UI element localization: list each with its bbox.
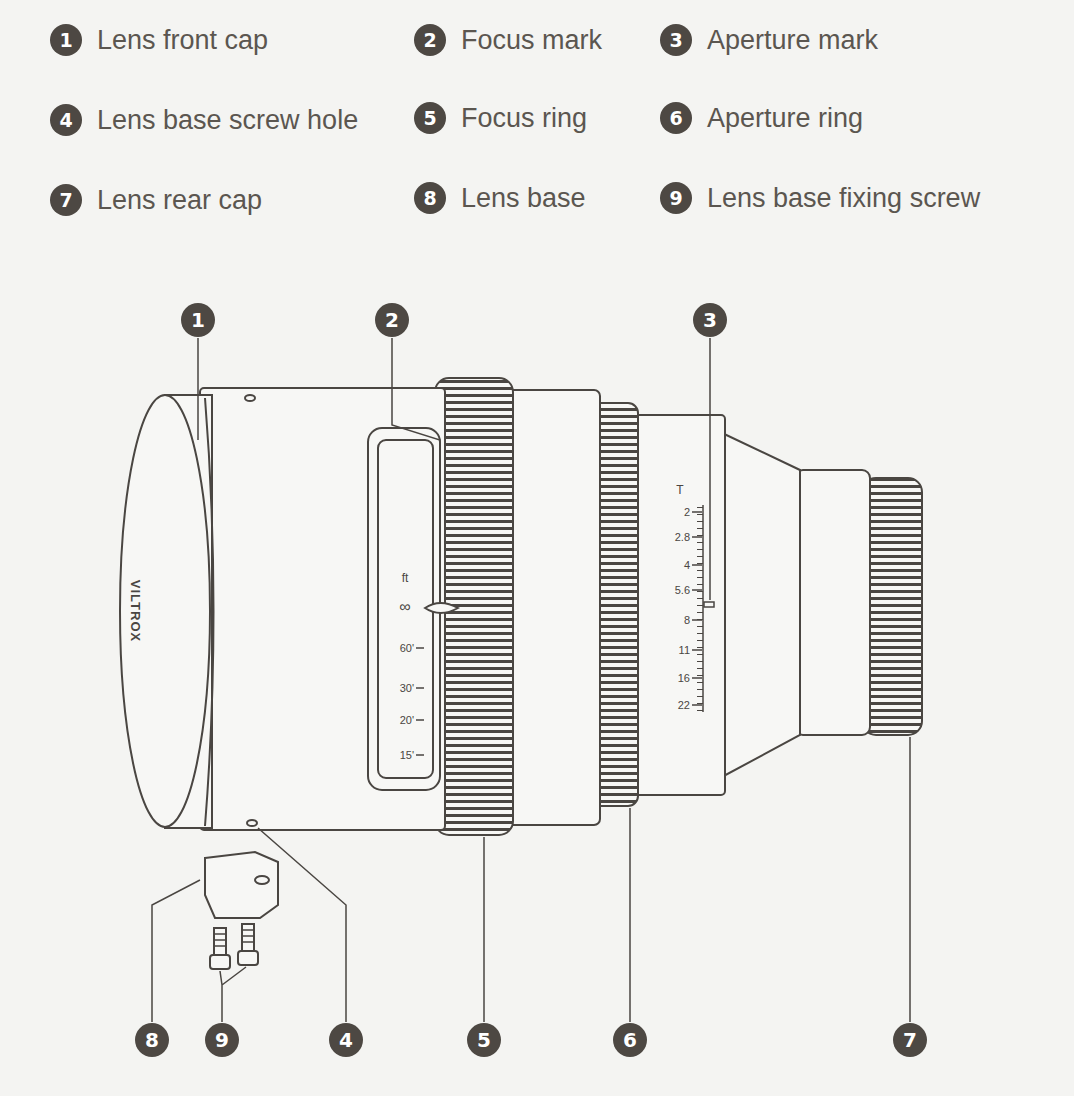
taper bbox=[720, 432, 800, 778]
callout-number: 2 bbox=[375, 303, 409, 337]
part-name: Lens base fixing screw bbox=[707, 183, 980, 214]
screw-head bbox=[210, 955, 230, 969]
callout-number: 5 bbox=[467, 1023, 501, 1057]
part-name: Lens front cap bbox=[97, 25, 268, 56]
rear-section bbox=[795, 470, 870, 735]
focus-distance: ∞ bbox=[399, 599, 410, 615]
focus-ticks bbox=[416, 648, 424, 755]
callout-number: 5 bbox=[414, 102, 446, 134]
screw-thread bbox=[214, 930, 254, 946]
leader-line bbox=[629, 808, 631, 1022]
part-name: Aperture mark bbox=[707, 25, 878, 56]
callout-circle: 1 bbox=[181, 303, 215, 337]
callout-number: 9 bbox=[205, 1023, 239, 1057]
screw-head bbox=[238, 951, 258, 965]
callout-number: 8 bbox=[135, 1023, 169, 1057]
callout-number: 9 bbox=[660, 182, 692, 214]
t-stop: 2.8 bbox=[675, 532, 690, 543]
key-entry: 3 Aperture mark bbox=[660, 24, 878, 56]
part-name: Aperture ring bbox=[707, 103, 863, 134]
key-entry: 5 Focus ring bbox=[414, 102, 587, 134]
callout-number: 8 bbox=[414, 182, 446, 214]
t-stop: 11 bbox=[679, 645, 690, 656]
cap-rim bbox=[205, 398, 214, 826]
lens-body bbox=[200, 388, 445, 830]
part-name: Lens base screw hole bbox=[97, 105, 358, 136]
part-name: Focus mark bbox=[461, 25, 602, 56]
aperture-mark bbox=[704, 602, 714, 607]
leader-line bbox=[152, 880, 200, 1022]
key-entry: 2 Focus mark bbox=[414, 24, 602, 56]
callout-circle: 4 bbox=[329, 1023, 363, 1057]
t-stop: 8 bbox=[684, 615, 690, 626]
minor-ticks bbox=[697, 505, 703, 712]
leader-line bbox=[909, 737, 911, 1022]
callout-number: 3 bbox=[660, 24, 692, 56]
screw-shaft bbox=[242, 924, 254, 952]
callout-number: 1 bbox=[181, 303, 215, 337]
callout-number: 6 bbox=[613, 1023, 647, 1057]
t-stop: 5.6 bbox=[675, 585, 690, 596]
base-hole bbox=[255, 876, 269, 884]
part-name: Lens rear cap bbox=[97, 185, 262, 216]
callout-number: 7 bbox=[893, 1023, 927, 1057]
callout-circle: 7 bbox=[893, 1023, 927, 1057]
key-entry: 9 Lens base fixing screw bbox=[660, 182, 980, 214]
unit-label: T bbox=[676, 484, 683, 496]
t-stop: 16 bbox=[678, 673, 690, 684]
callout-circle: 9 bbox=[205, 1023, 239, 1057]
focus-distance: 30' bbox=[400, 683, 414, 694]
callout-circle: 8 bbox=[135, 1023, 169, 1057]
leader-line bbox=[392, 338, 440, 598]
part-name: Lens base bbox=[461, 183, 586, 214]
leader-line bbox=[258, 828, 346, 1022]
callout-number: 2 bbox=[414, 24, 446, 56]
brand-mark: VILTROX bbox=[129, 580, 142, 642]
callout-circle: 6 bbox=[613, 1023, 647, 1057]
mid-section bbox=[505, 390, 600, 825]
callout-number: 6 bbox=[660, 102, 692, 134]
lens-base bbox=[205, 852, 278, 918]
key-entry: 6 Aperture ring bbox=[660, 102, 863, 134]
key-entry: 8 Lens base bbox=[414, 182, 586, 214]
screw-hole bbox=[245, 395, 255, 401]
key-entry: 4 Lens base screw hole bbox=[50, 104, 358, 136]
t-stop: 22 bbox=[678, 700, 690, 711]
focus-distance: 15' bbox=[400, 750, 414, 761]
t-stop: 2 bbox=[684, 507, 690, 518]
screw-shaft bbox=[214, 928, 226, 956]
callout-circle: 5 bbox=[467, 1023, 501, 1057]
leader-line bbox=[709, 338, 711, 600]
focus-distance: 60' bbox=[400, 643, 414, 654]
callout-number: 1 bbox=[50, 24, 82, 56]
leader-line bbox=[220, 967, 246, 1022]
leader-line bbox=[197, 338, 199, 440]
front-cap-face bbox=[120, 395, 210, 827]
callout-number: 3 bbox=[693, 303, 727, 337]
callout-circle: 2 bbox=[375, 303, 409, 337]
key-entry: 1 Lens front cap bbox=[50, 24, 268, 56]
callout-number: 4 bbox=[50, 104, 82, 136]
unit-label: ft bbox=[402, 572, 409, 584]
scale-section bbox=[635, 415, 725, 795]
callout-circle: 3 bbox=[693, 303, 727, 337]
part-name: Focus ring bbox=[461, 103, 587, 134]
key-entry: 7 Lens rear cap bbox=[50, 184, 262, 216]
callout-number: 4 bbox=[329, 1023, 363, 1057]
leader-line bbox=[483, 837, 485, 1022]
focus-pointer bbox=[425, 603, 458, 613]
focus-distance: 20' bbox=[400, 715, 414, 726]
t-stop: 4 bbox=[684, 560, 690, 571]
callout-number: 7 bbox=[50, 184, 82, 216]
screw-hole bbox=[247, 820, 257, 826]
